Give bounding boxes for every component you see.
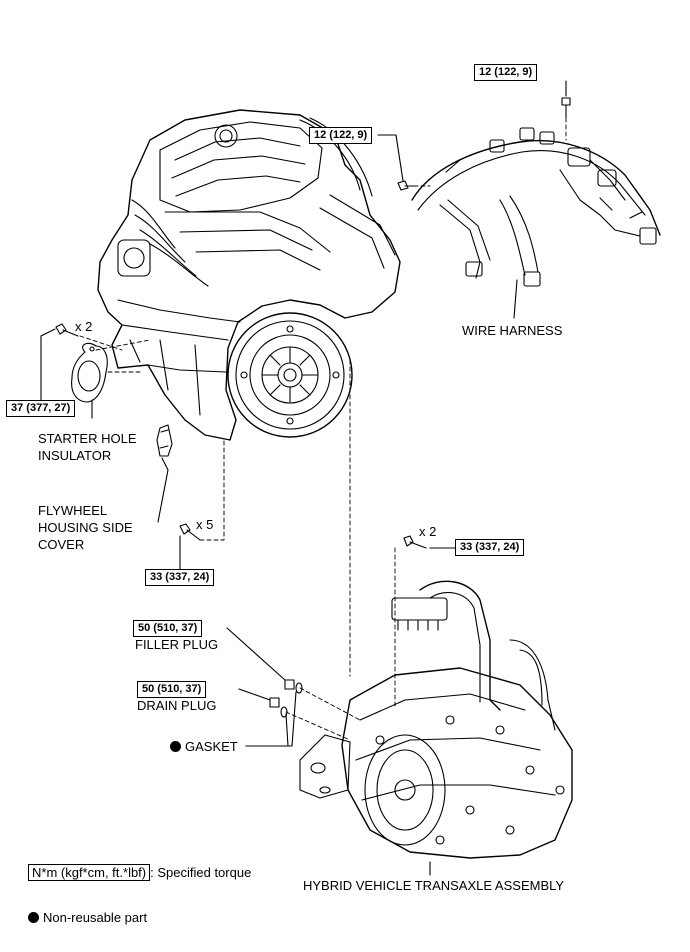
- leader-lines: [40, 80, 567, 876]
- torque-spec-harness-top: 12 (122, 9): [474, 64, 538, 81]
- legend-non-reusable: Non-reusable part: [28, 909, 147, 926]
- label-transaxle-assembly: HYBRID VEHICLE TRANSAXLE ASSEMBLY: [303, 878, 565, 893]
- label-filler-plug: FILLER PLUG: [135, 637, 219, 652]
- label-gasket-text: GASKET: [185, 739, 238, 754]
- qty-transaxle-bolt: x 2: [419, 524, 437, 539]
- legend-dot-icon: [28, 912, 39, 923]
- legend-torque-unit-box: N*m (kgf*cm, ft.*lbf): [28, 864, 151, 881]
- torque-spec-filler-plug: 50 (510, 37): [133, 620, 203, 637]
- qty-flywheel-bolt: x 5: [196, 517, 214, 532]
- torque-spec-flywheel-bolt: 33 (337, 24): [145, 569, 215, 586]
- label-gasket: GASKET: [170, 738, 238, 755]
- label-flywheel-housing-side-cover: FLYWHEEL HOUSING SIDE COVER: [38, 502, 133, 553]
- engine-drawing: [97, 109, 401, 441]
- label-flywheel-cover-line3: COVER: [38, 537, 85, 552]
- flywheel-housing-side-cover-drawing: [156, 424, 173, 457]
- torque-spec-harness-left: 12 (122, 9): [309, 127, 373, 144]
- legend-torque: N*m (kgf*cm, ft.*lbf): Specified torque: [28, 864, 251, 881]
- label-starter-hole-insulator-line1: STARTER HOLE: [38, 431, 137, 446]
- legend-torque-desc: : Specified torque: [150, 865, 252, 880]
- bolts: [55, 97, 571, 549]
- torque-spec-drain-plug: 50 (510, 37): [137, 681, 207, 698]
- label-starter-hole-insulator: STARTER HOLE INSULATOR: [38, 430, 136, 464]
- label-starter-hole-insulator-line2: INSULATOR: [38, 448, 112, 463]
- qty-starter-bolt: x 2: [75, 319, 93, 334]
- label-drain-plug: DRAIN PLUG: [137, 698, 217, 713]
- torque-spec-starter-bolt: 37 (377, 27): [6, 400, 76, 417]
- legend-non-reusable-text: Non-reusable part: [43, 910, 148, 925]
- transaxle-drawing: [269, 580, 573, 859]
- label-wire-harness: WIRE HARNESS: [462, 323, 563, 338]
- torque-spec-transaxle-bolt: 33 (337, 24): [455, 539, 525, 556]
- label-flywheel-cover-line2: HOUSING SIDE: [38, 520, 133, 535]
- non-reusable-dot-icon: [170, 741, 181, 752]
- starter-hole-insulator-drawing: [71, 342, 108, 403]
- wire-harness-drawing: [411, 127, 661, 287]
- dashed-alignment-lines: [79, 117, 567, 741]
- label-flywheel-cover-line1: FLYWHEEL: [38, 503, 108, 518]
